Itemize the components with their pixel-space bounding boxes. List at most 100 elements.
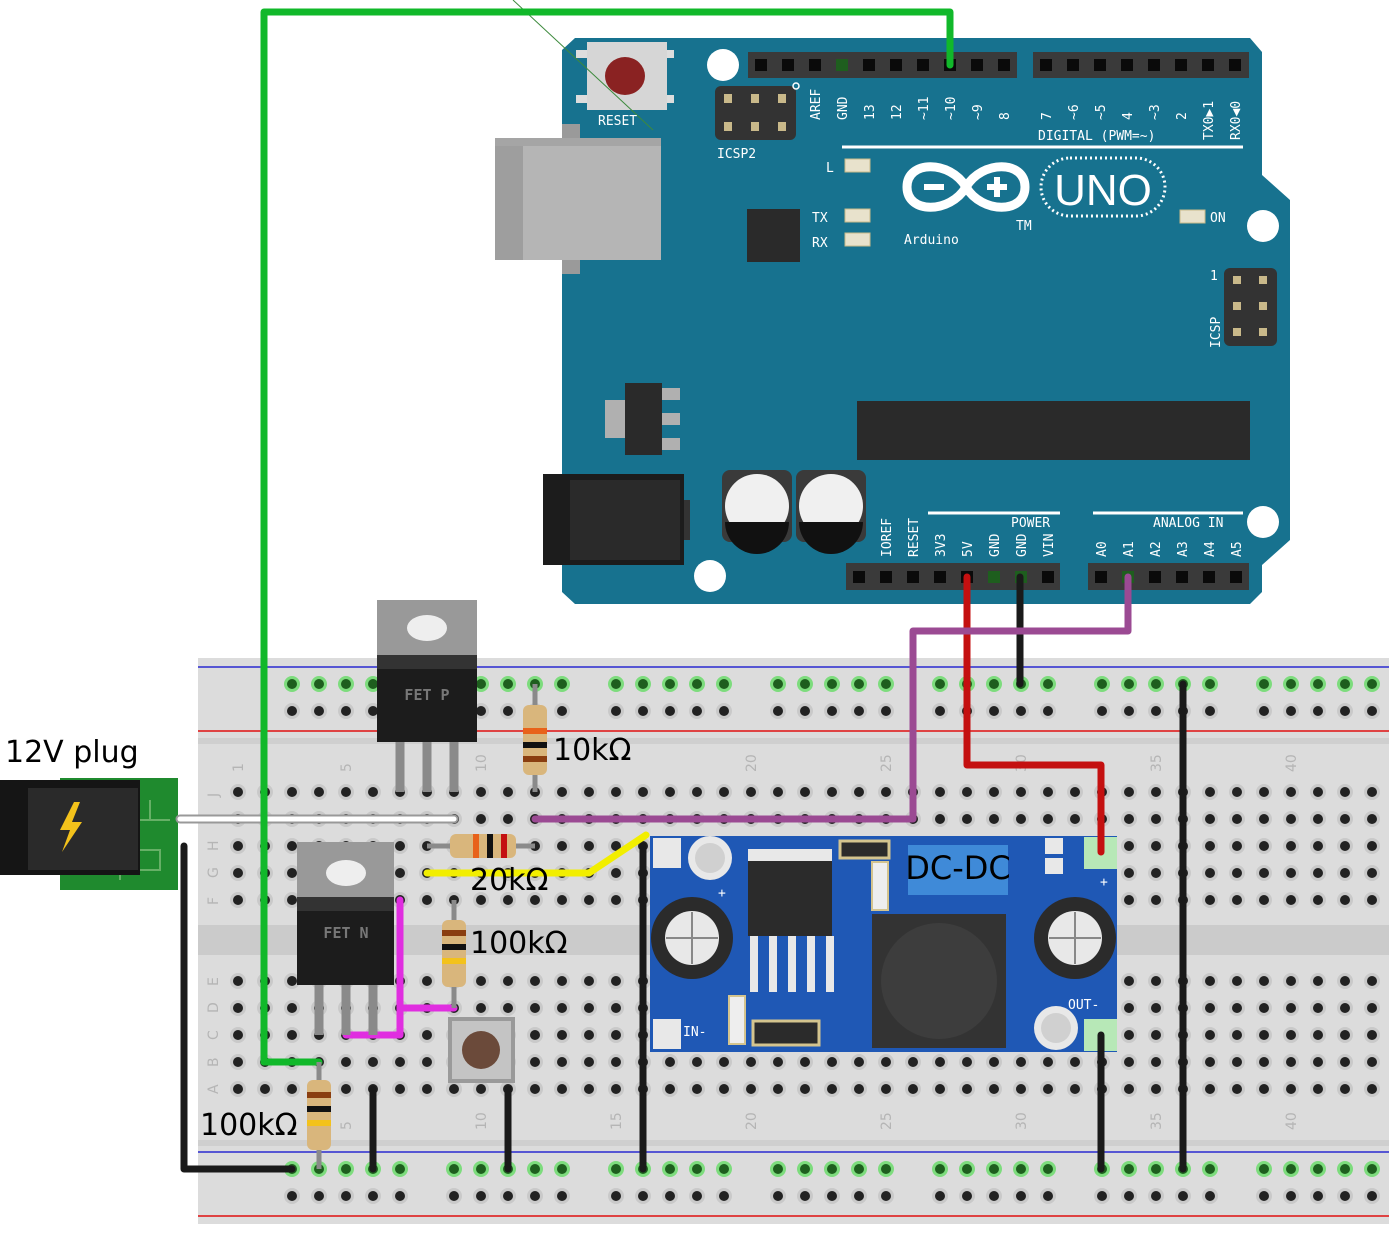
column-number: 20 — [744, 754, 760, 772]
rail-hole-center — [341, 679, 351, 689]
breadboard-hole-center — [1124, 868, 1134, 878]
digital-pin-label: RX0◀0 — [1229, 101, 1244, 140]
header-pin[interactable] — [880, 571, 892, 583]
plug-label: 12V plug — [5, 735, 139, 770]
breadboard-hole-center — [1124, 1084, 1134, 1094]
power-label: POWER — [1011, 516, 1050, 531]
header-pin[interactable] — [1042, 571, 1054, 583]
header-pin[interactable] — [1203, 571, 1215, 583]
rail-hole-center — [1043, 706, 1053, 716]
rail-hole-center — [1313, 1191, 1323, 1201]
header-pin[interactable] — [1229, 59, 1241, 71]
breadboard-hole-center — [1151, 1084, 1161, 1094]
rail-hole-center — [395, 1191, 405, 1201]
digital-pin-label: ~6 — [1067, 104, 1082, 120]
reset-button[interactable] — [576, 42, 674, 110]
rail-hole-center — [827, 1191, 837, 1201]
header-pin[interactable] — [809, 59, 821, 71]
voltage-regulator — [605, 383, 680, 455]
power-pin-label: GND — [1015, 533, 1030, 557]
row-letter: D — [206, 1002, 222, 1013]
header-pin[interactable] — [917, 59, 929, 71]
header-pin[interactable] — [1067, 59, 1079, 71]
breadboard-hole-center — [692, 787, 702, 797]
rail-hole-center — [962, 1164, 972, 1174]
header-pin[interactable] — [863, 59, 875, 71]
breadboard-hole-center — [476, 895, 486, 905]
icsp-label: ICSP — [1209, 317, 1224, 348]
rail-hole-center — [881, 706, 891, 716]
breadboard-hole-center — [233, 895, 243, 905]
header-pin[interactable] — [1230, 571, 1242, 583]
digital-pin-label: 4 — [1121, 112, 1136, 120]
rail-hole-center — [827, 706, 837, 716]
rail-hole-center — [800, 679, 810, 689]
breadboard-hole-center — [719, 787, 729, 797]
breadboard-hole-center — [1124, 976, 1134, 986]
header-pin[interactable] — [998, 59, 1010, 71]
rail-hole-center — [800, 1191, 810, 1201]
rail-hole-center — [989, 1164, 999, 1174]
breadboard-hole-center — [314, 787, 324, 797]
breadboard-hole-center — [1124, 1030, 1134, 1040]
digital-header-0-7 — [1033, 52, 1249, 78]
rail-hole-center — [341, 1164, 351, 1174]
header-pin[interactable] — [1175, 59, 1187, 71]
header-pin[interactable] — [853, 571, 865, 583]
header-pin[interactable] — [890, 59, 902, 71]
breadboard-hole-center — [1259, 787, 1269, 797]
mount-hole — [1247, 210, 1279, 242]
pushbutton[interactable] — [448, 1017, 515, 1083]
breadboard-hole-center — [287, 787, 297, 797]
fet-p-transistor: FET P — [377, 600, 477, 792]
breadboard-hole-center — [1232, 976, 1242, 986]
breadboard-hole-center — [1232, 895, 1242, 905]
breadboard-hole-center — [1286, 868, 1296, 878]
icsp2-label: ICSP2 — [717, 147, 756, 162]
rail-hole-center — [341, 1191, 351, 1201]
header-pin[interactable] — [1040, 59, 1052, 71]
breadboard-hole-center — [422, 1084, 432, 1094]
led-l-label: L — [826, 161, 834, 176]
rail-hole-center — [287, 1191, 297, 1201]
breadboard-hole-center — [1367, 868, 1377, 878]
breadboard-hole-center — [1151, 814, 1161, 824]
breadboard-hole-center — [665, 1057, 675, 1067]
rail-hole-center — [1286, 679, 1296, 689]
header-pin[interactable] — [782, 59, 794, 71]
header-pin[interactable] — [1094, 59, 1106, 71]
breadboard-hole-center — [1367, 895, 1377, 905]
header-pin[interactable] — [907, 571, 919, 583]
breadboard-hole-center — [476, 976, 486, 986]
breadboard-hole-center — [503, 787, 513, 797]
header-pin[interactable] — [1121, 59, 1133, 71]
header-pin[interactable] — [971, 59, 983, 71]
analog-pin-label: A5 — [1230, 541, 1245, 557]
header-pin[interactable] — [1149, 571, 1161, 583]
breadboard-hole-center — [1205, 787, 1215, 797]
rail-hole-center — [1313, 1164, 1323, 1174]
header-pin[interactable] — [1202, 59, 1214, 71]
row-letter: G — [206, 867, 222, 878]
breadboard-hole-center — [1340, 841, 1350, 851]
header-pin[interactable] — [1176, 571, 1188, 583]
led-l — [844, 158, 871, 173]
header-pin[interactable] — [1148, 59, 1160, 71]
header-pin[interactable] — [1095, 571, 1107, 583]
rail-hole-center — [611, 706, 621, 716]
rail-hole-center — [287, 679, 297, 689]
rail-hole-center — [1286, 706, 1296, 716]
header-pin[interactable] — [755, 59, 767, 71]
breadboard-hole-center — [611, 1003, 621, 1013]
header-pin[interactable] — [934, 571, 946, 583]
breadboard-hole-center — [503, 895, 513, 905]
wire-red — [963, 573, 1105, 856]
rail-hole-center — [1367, 1164, 1377, 1174]
rail-hole-center — [1124, 1191, 1134, 1201]
header-pin[interactable] — [988, 571, 1000, 583]
rail-hole-center — [1151, 1191, 1161, 1201]
column-number: 35 — [1149, 754, 1165, 772]
breadboard-hole-center — [1232, 868, 1242, 878]
breadboard-hole-center — [962, 1084, 972, 1094]
header-pin[interactable] — [836, 59, 848, 71]
